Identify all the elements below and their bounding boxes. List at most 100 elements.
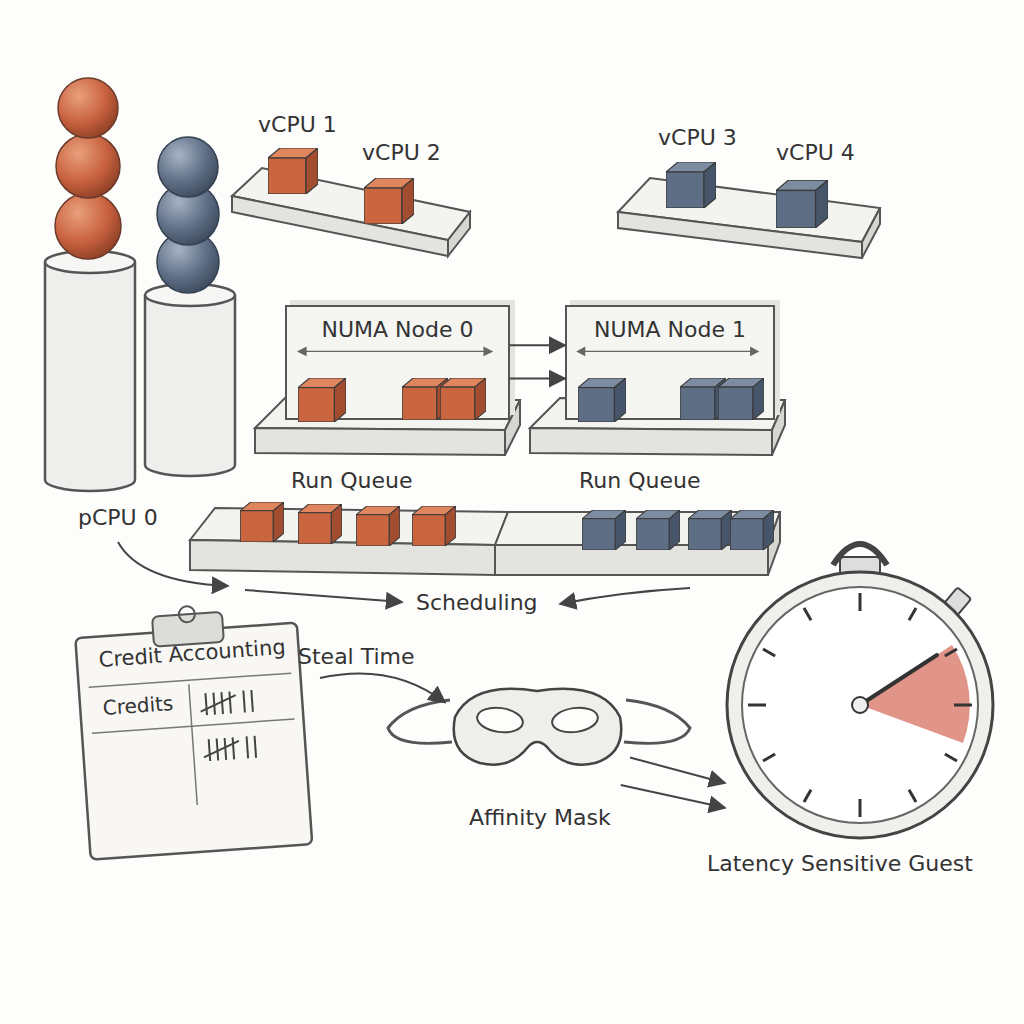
- tally: [209, 739, 211, 761]
- tick: [859, 799, 862, 817]
- queue-bar: [495, 512, 780, 575]
- mask-eye: [551, 705, 600, 735]
- latency-wedge: [860, 645, 970, 743]
- queued-cube: [412, 506, 455, 546]
- tally: [233, 737, 235, 759]
- pillar-body: [145, 295, 235, 476]
- tick: [954, 704, 972, 707]
- connector-arrow: [320, 673, 445, 702]
- tick: [909, 790, 916, 802]
- vcpu-cube: [364, 178, 414, 224]
- vcpu-cube: [776, 180, 828, 228]
- vcpu-cube: [268, 148, 318, 194]
- clipboard-row-label: Credits: [102, 691, 174, 720]
- mask-shape: [445, 675, 630, 775]
- tick: [804, 608, 811, 620]
- tally: [251, 690, 253, 712]
- tick: [763, 754, 775, 761]
- queued-cube: [298, 378, 346, 422]
- core-ball: [56, 134, 120, 198]
- platform-front: [255, 428, 505, 455]
- tally: [225, 738, 227, 760]
- queue-label: Run Queue: [579, 468, 700, 494]
- tray-front: [618, 212, 862, 258]
- node-heading: NUMA Node 1: [567, 317, 773, 343]
- bar-top: [495, 512, 780, 545]
- tick: [945, 649, 957, 656]
- connector-arrow: [621, 785, 725, 808]
- bar-front: [190, 540, 495, 575]
- queued-cube: [298, 504, 341, 544]
- panel-span-line: [580, 351, 755, 352]
- core-ball: [158, 137, 218, 197]
- tally: [217, 739, 219, 761]
- tally: [229, 692, 231, 714]
- tally: [243, 691, 245, 713]
- stopwatch-shape: [725, 535, 995, 845]
- credit-clipboard: Credit AccountingCredits: [70, 600, 320, 860]
- vcpu-label: vCPU 2: [362, 140, 441, 166]
- edge-label: Steal Time: [298, 644, 415, 670]
- clipboard-group: [74, 599, 313, 860]
- span-head: [483, 347, 493, 357]
- table-line: [89, 673, 292, 687]
- vcpu-label: vCPU 4: [776, 140, 855, 166]
- platform-front: [530, 428, 772, 455]
- bar-top: [190, 508, 508, 545]
- mask-strap: [388, 700, 452, 743]
- mask-eye: [476, 705, 525, 735]
- stopwatch-face: [742, 587, 978, 823]
- clock-ticks: [748, 593, 972, 817]
- clock-pivot: [852, 697, 868, 713]
- scheduling-arrow: [245, 590, 402, 602]
- tick: [909, 608, 916, 620]
- span-head: [750, 347, 759, 357]
- tally: [247, 736, 249, 758]
- vcpu-tray: [618, 178, 880, 258]
- connector-arrow: [510, 378, 565, 380]
- queued-cube: [578, 378, 626, 422]
- core-ball: [58, 78, 118, 138]
- mask-strap: [624, 700, 690, 743]
- tick: [945, 754, 957, 761]
- bar-front: [495, 545, 768, 575]
- panel-span-line: [301, 351, 489, 352]
- queue-bar: [190, 508, 508, 575]
- connector-arrow: [630, 758, 725, 784]
- tally: [213, 693, 215, 715]
- tally-marks: [199, 690, 256, 761]
- table-line: [189, 684, 197, 805]
- node-heading: NUMA Node 0: [287, 317, 508, 343]
- tally: [205, 693, 207, 715]
- stopwatch-caption: Latency Sensitive Guest: [707, 851, 973, 877]
- pcpu-label: pCPU 0: [78, 505, 158, 531]
- bar-side: [768, 512, 780, 575]
- connector-arrow: [510, 344, 565, 346]
- queued-cube: [440, 378, 486, 420]
- tray-side: [862, 208, 880, 258]
- tally: [200, 695, 237, 711]
- tally: [221, 692, 223, 714]
- table-line: [92, 719, 295, 733]
- vcpu-tray: [232, 168, 470, 256]
- queued-cube: [356, 506, 399, 546]
- vcpu-cube: [666, 162, 716, 208]
- numa-node-panel: NUMA Node 1Run Queue: [565, 305, 775, 420]
- queued-cube: [636, 510, 679, 550]
- tick: [763, 649, 775, 656]
- clip-ring: [178, 606, 195, 623]
- queued-cube: [730, 510, 773, 550]
- pillar-body: [45, 262, 135, 491]
- queued-cube: [402, 378, 448, 420]
- queued-cube: [240, 502, 283, 542]
- numa-node-panel: NUMA Node 0Run Queue: [285, 305, 510, 420]
- tick: [748, 704, 766, 707]
- mask-caption: Affinity Mask: [469, 805, 611, 831]
- vcpu-label: vCPU 1: [258, 112, 337, 138]
- scheduling-arrow: [118, 542, 228, 586]
- mask-outline: [454, 689, 622, 765]
- clipboard-board: [75, 623, 312, 860]
- queue-label: Run Queue: [291, 468, 412, 494]
- affinity-mask: Affinity Mask: [445, 675, 630, 785]
